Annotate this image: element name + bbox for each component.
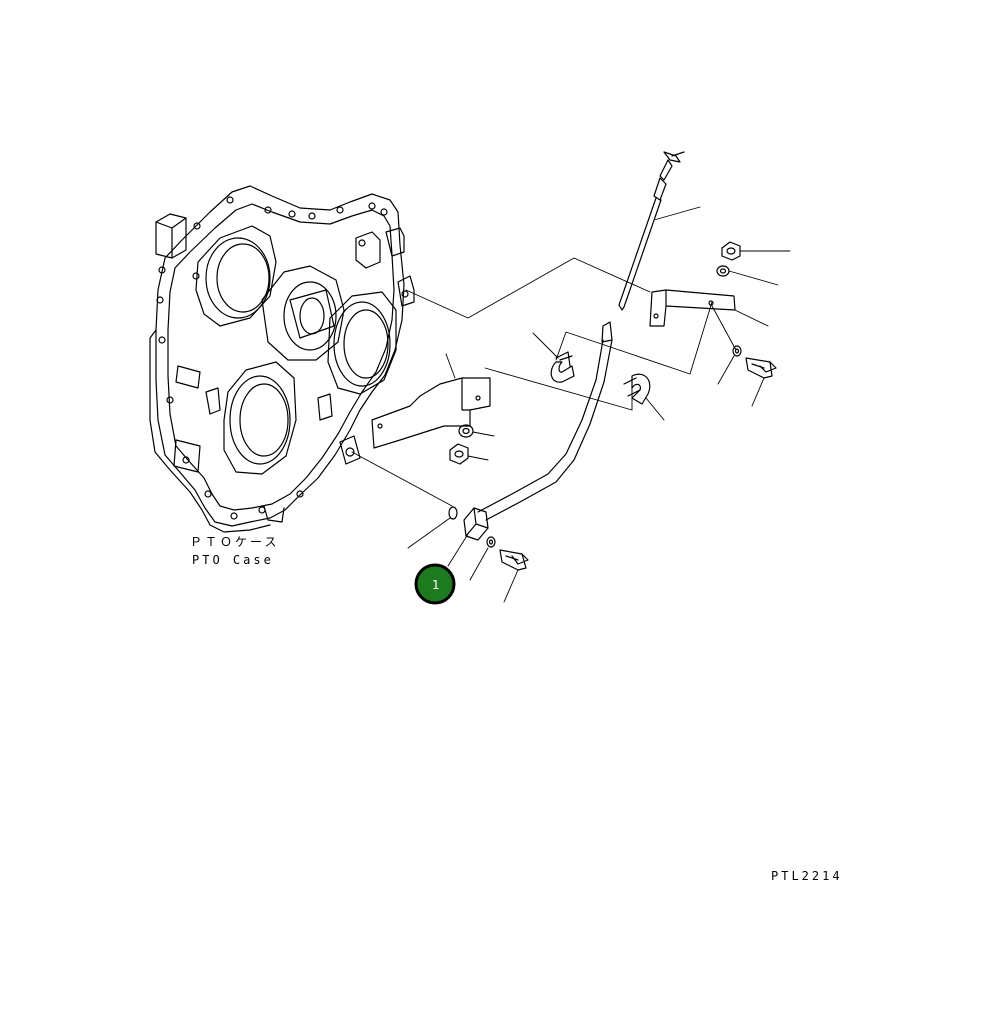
- bolt-right-leader: [751, 377, 765, 407]
- washer-right-leader: [717, 355, 735, 385]
- lower-bracket-icon[interactable]: [371, 377, 491, 449]
- washer-mid-leader: [472, 431, 495, 437]
- bolt-lower-leader: [503, 569, 519, 603]
- dipstick-icon[interactable]: [618, 151, 685, 311]
- callout-number: 1: [432, 578, 440, 592]
- u-clip-upper-icon[interactable]: [550, 351, 575, 383]
- o-ring-leader: [407, 517, 451, 549]
- u-clip-lower-icon[interactable]: [623, 373, 651, 405]
- washer-lower-icon[interactable]: [486, 536, 496, 548]
- washer-right-icon[interactable]: [732, 345, 742, 357]
- washer-upper-icon[interactable]: [716, 265, 730, 277]
- assembly-line-case-to-oring: [351, 451, 453, 507]
- washer-lower-leader: [469, 547, 489, 581]
- assembly-line-clip-to-lower-bracket: [484, 367, 633, 411]
- bolt-lower-icon[interactable]: [499, 549, 529, 571]
- u-clip-lower-leader: [645, 397, 665, 421]
- callout-circle[interactable]: [414, 563, 456, 605]
- upper-bracket-leader: [734, 309, 769, 327]
- case-label-jp: ＰＴＯケース: [190, 535, 279, 549]
- assembly-line-bracket-to-washer: [711, 305, 737, 351]
- assembly-line-bracket-to-clip: [555, 301, 713, 375]
- pto-case-icon: [149, 185, 415, 533]
- bolt-right-icon[interactable]: [745, 357, 777, 379]
- lower-bracket-leader: [445, 353, 456, 379]
- callout-leader: [447, 533, 469, 567]
- washer-mid-icon[interactable]: [458, 424, 474, 438]
- u-clip-upper-leader: [532, 332, 559, 359]
- nut-mid-leader: [467, 455, 489, 461]
- assembly-line-case-to-bracket: [405, 257, 651, 319]
- dipstick-leader: [653, 206, 701, 221]
- nut-mid-icon[interactable]: [449, 443, 469, 465]
- o-ring-icon[interactable]: [448, 506, 458, 520]
- nut-upper-icon[interactable]: [721, 241, 741, 261]
- case-label-en: PTO Case: [192, 553, 274, 567]
- washer-upper-leader: [728, 270, 779, 286]
- guide-tube-icon[interactable]: [463, 321, 613, 541]
- drawing-number: PTL2214: [771, 869, 843, 883]
- upper-bracket-icon[interactable]: [649, 289, 736, 327]
